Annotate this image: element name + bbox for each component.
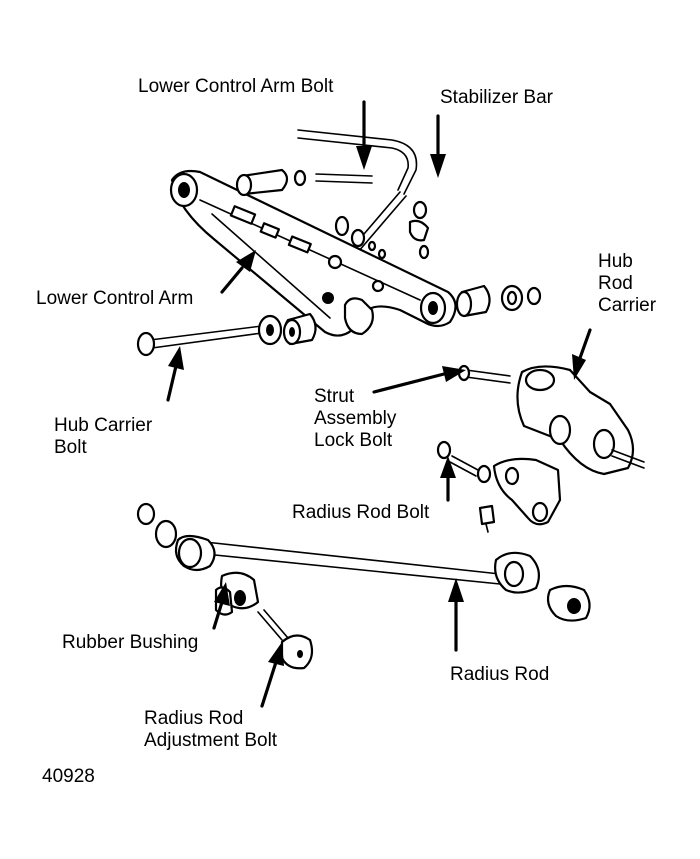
- label-strut-line-3: Lock Bolt: [314, 430, 393, 451]
- stabilizer-bushings: [235, 168, 430, 260]
- arrow-hub-rod-carrier: [572, 328, 592, 380]
- arrow-rubber-bushing: [212, 582, 230, 630]
- stabilizer-bar: [297, 129, 418, 253]
- label-hub-rod-carrier-line-1: Hub: [598, 251, 633, 272]
- label-hub-rod-carrier-line-2: Rod: [598, 273, 633, 294]
- label-lower-control-arm-bolt: Lower Control Arm Bolt: [138, 76, 334, 97]
- label-adjustment-line-1: Radius Rod: [144, 708, 243, 729]
- label-radius-rod: Radius Rod: [450, 664, 549, 685]
- radius-rod-part: [136, 502, 591, 622]
- label-hub-carrier-bolt-line-1: Hub Carrier: [54, 415, 153, 436]
- arrow-stabilizer-bar: [430, 114, 446, 178]
- label-hub-rod-carrier-line-3: Carrier: [598, 295, 657, 316]
- hub-rod-carrier: [492, 365, 645, 526]
- label-lower-control-arm: Lower Control Arm: [36, 288, 193, 309]
- label-radius-rod-bolt: Radius Rod Bolt: [292, 502, 430, 523]
- control-arm-bushings: [455, 284, 542, 318]
- arrow-radius-rod-adjustment-bolt: [260, 642, 284, 708]
- strut-lock-bolt: [457, 364, 511, 384]
- radius-rod-adjustment-bolt-part: [257, 609, 314, 670]
- arrow-strut-assembly-lock-bolt: [372, 366, 466, 394]
- label-rubber-bushing: Rubber Bushing: [62, 632, 198, 653]
- label-adjustment-line-2: Adjustment Bolt: [144, 730, 278, 751]
- arrow-radius-rod: [448, 578, 464, 652]
- arrow-radius-rod-bolt: [440, 456, 456, 502]
- label-hub-carrier-bolt: Hub Carrier Bolt: [54, 415, 157, 458]
- label-strut-line-1: Strut: [314, 386, 355, 407]
- arrow-lower-control-arm: [220, 250, 256, 294]
- arrow-hub-carrier-bolt: [166, 346, 184, 402]
- hub-carrier-bolt: [136, 312, 317, 357]
- arrow-lower-control-arm-bolt: [356, 100, 372, 170]
- figure-number: 40928: [42, 766, 95, 787]
- label-strut-assembly-lock-bolt: Strut Assembly Lock Bolt: [314, 386, 402, 451]
- label-strut-line-2: Assembly: [314, 408, 397, 429]
- radius-rod-bolt-part: [436, 440, 496, 533]
- label-hub-carrier-bolt-line-2: Bolt: [54, 437, 87, 458]
- lower-control-arm: [169, 169, 457, 337]
- label-hub-rod-carrier: Hub Rod Carrier: [598, 251, 657, 316]
- label-stabilizer-bar: Stabilizer Bar: [440, 87, 554, 108]
- label-radius-rod-adjustment-bolt: Radius Rod Adjustment Bolt: [144, 708, 278, 751]
